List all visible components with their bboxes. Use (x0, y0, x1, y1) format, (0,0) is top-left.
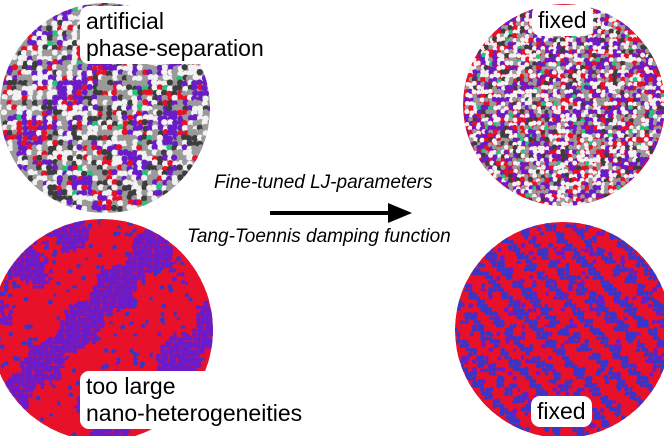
label-fixed-top: fixed (532, 5, 593, 36)
label-text: fixed (538, 7, 587, 33)
label-line-2: nano-heterogeneities (86, 400, 303, 426)
label-fixed-bottom: fixed (531, 396, 592, 427)
label-text: fixed (537, 398, 586, 424)
label-line-1: too large (86, 373, 176, 399)
snapshot-fixed-top (463, 4, 664, 206)
label-line-1: artificial (86, 8, 164, 34)
label-line-2: phase-separation (86, 35, 264, 61)
label-artificial-phase-separation: artificial phase-separation (80, 6, 270, 64)
arrow-caption-above: Fine-tuned LJ-parameters (214, 172, 433, 193)
label-nano-heterogeneities: too large nano-heterogeneities (80, 371, 309, 429)
right-arrow (270, 203, 412, 223)
arrow-caption-below: Tang-Toennis damping function (187, 226, 451, 247)
snapshot-fixed-bottom (455, 222, 664, 436)
